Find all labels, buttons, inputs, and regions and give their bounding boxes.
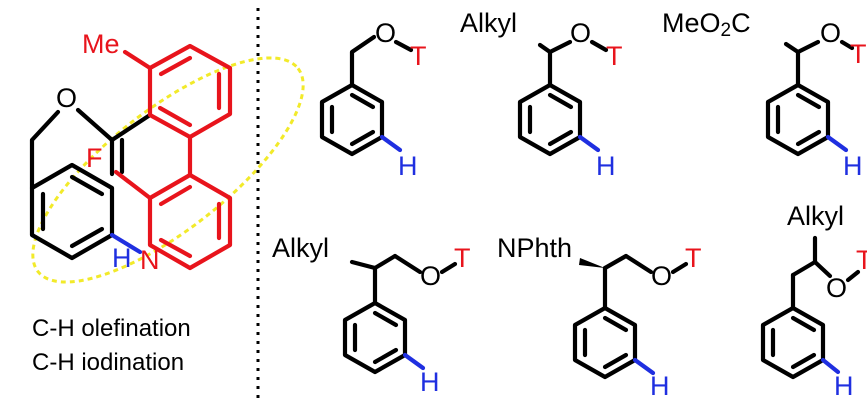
svg-text:T: T xyxy=(850,39,867,69)
svg-text:T: T xyxy=(606,41,623,71)
svg-text:O: O xyxy=(570,18,591,48)
svg-text:T: T xyxy=(454,243,471,273)
meta-hydrogen-label: H xyxy=(112,243,132,273)
svg-text:H: H xyxy=(843,151,863,181)
template-aryl-ring xyxy=(147,43,233,140)
template-structure: O H Me F N C-H olefination C-H iodinatio… xyxy=(29,29,305,376)
svg-text:Alkyl: Alkyl xyxy=(787,201,844,231)
svg-text:T: T xyxy=(410,41,427,71)
methyl-label: Me xyxy=(82,29,120,59)
svg-text:O: O xyxy=(651,261,672,291)
fluorine-label: F xyxy=(86,143,103,173)
benzyl-ring xyxy=(29,162,115,261)
substrate-alkyl-ether: Alkyl O T H xyxy=(460,8,623,181)
template-pyridine-ring xyxy=(147,172,233,271)
meta-ch-bond xyxy=(109,232,143,255)
caption-iodination: C-H iodination xyxy=(32,349,184,376)
nitrogen-label: N xyxy=(140,245,160,275)
svg-text:H: H xyxy=(650,371,670,399)
svg-text:O: O xyxy=(375,18,396,48)
substrate-alkyl-homobenzyl: Alkyl O T H xyxy=(272,233,471,397)
svg-text:Alkyl: Alkyl xyxy=(460,8,517,38)
svg-text:T: T xyxy=(856,245,867,275)
svg-text:O: O xyxy=(820,18,841,48)
svg-text:O: O xyxy=(420,261,441,291)
svg-text:H: H xyxy=(398,151,418,181)
svg-text:H: H xyxy=(596,151,616,181)
svg-text:T: T xyxy=(685,243,702,273)
svg-text:NPhth: NPhth xyxy=(497,233,572,263)
svg-text:Alkyl: Alkyl xyxy=(272,233,329,263)
caption-olefination: C-H olefination xyxy=(32,315,191,342)
substrate-alkyl-secondary-ether: Alkyl O T H xyxy=(760,201,867,399)
macrocycle-ellipse xyxy=(31,56,305,284)
svg-text:O: O xyxy=(826,273,847,303)
substrate-ester-ether: MeO2C O T H xyxy=(662,8,867,181)
svg-text:H: H xyxy=(834,371,854,399)
ester-oxygen-label: O xyxy=(56,83,77,113)
substrate-nphth-homobenzyl: NPhth O T H xyxy=(497,233,702,399)
svg-text:H: H xyxy=(420,367,440,397)
substrate-benzyl-ether: O T H xyxy=(319,18,427,181)
svg-text:MeO2C: MeO2C xyxy=(662,8,751,41)
